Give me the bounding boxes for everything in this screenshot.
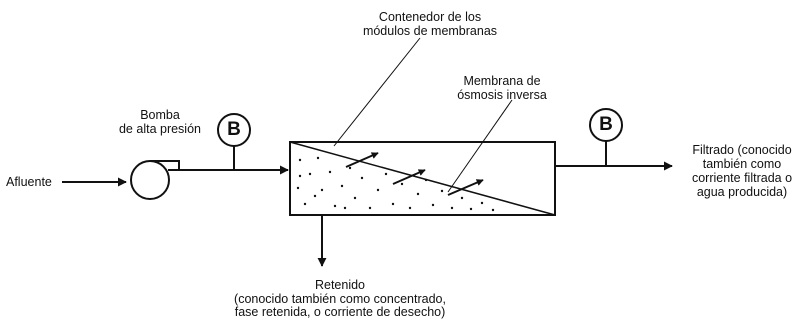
concentrate-dots — [296, 156, 495, 212]
filtrate-label-line2: también como — [702, 157, 782, 171]
pump-label: Bomba de alta presión — [100, 108, 220, 136]
membrane-label-line2: ósmosis inversa — [457, 88, 547, 102]
container-label-line1: Contenedor de los — [378, 10, 482, 24]
influent-label: Afluente — [6, 175, 52, 189]
container-label-line2: módulos de membranas — [362, 24, 498, 38]
filtrate-label-line3: corriente filtrada o — [691, 171, 793, 185]
permeate-flow-arrows — [345, 152, 484, 196]
filtrate-label: Filtrado (conocido también como corrient… — [680, 143, 804, 199]
pump-label-line1: Bomba — [140, 108, 180, 122]
pressure-gauge-right-icon — [589, 108, 623, 166]
filtrate-label-line4: agua producida) — [696, 185, 788, 199]
pressure-gauge-left-icon — [217, 113, 251, 170]
gauge-right-letter: B — [599, 114, 613, 135]
retentate-label: Retenido (conocido también como concentr… — [200, 278, 480, 320]
membrane-label-line1: Membrana de — [463, 74, 541, 88]
retentate-label-line3: fase retenida, o corriente de desecho) — [234, 305, 446, 319]
retentate-label-line1: Retenido — [314, 278, 366, 292]
pump-icon — [130, 160, 180, 200]
membrane-diagonal — [289, 141, 556, 216]
filtrate-label-line1: Filtrado (conocido — [692, 143, 792, 157]
container-pointer-line — [333, 37, 421, 147]
membrane-container — [289, 141, 556, 216]
container-label: Contenedor de los módulos de membranas — [330, 10, 530, 38]
membrane-label: Membrana de ósmosis inversa — [432, 74, 572, 102]
membrane-pointer-line — [447, 99, 513, 193]
pump-label-line2: de alta presión — [118, 122, 201, 136]
retentate-label-line2: (conocido también como concentrado, — [234, 291, 446, 306]
gauge-left-letter: B — [227, 119, 241, 140]
